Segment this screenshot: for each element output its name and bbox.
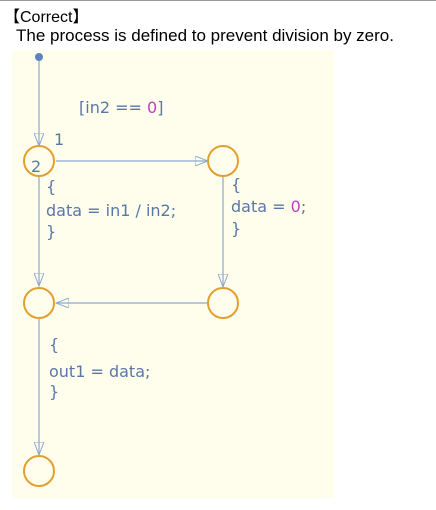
junction-top-left[interactable] <box>23 145 55 177</box>
transition-top-order: 1 <box>54 130 65 149</box>
junction-middle-right[interactable] <box>207 287 239 319</box>
transition-left-order: 2 <box>31 157 42 176</box>
transition-left-brace-close: } <box>46 222 57 241</box>
transition-bottom-brace-close: } <box>49 382 60 401</box>
transition-right-brace-open: { <box>231 175 242 194</box>
transition-left-brace-open: { <box>46 177 57 196</box>
top-divider <box>0 0 436 1</box>
section-heading: 【Correct】 <box>4 9 89 26</box>
description-text: The process is defined to prevent divisi… <box>16 26 394 45</box>
junction-middle-left[interactable] <box>23 287 55 319</box>
junction-bottom[interactable] <box>23 455 55 487</box>
junction-top-right[interactable] <box>207 145 239 177</box>
transition-bottom-action: out1 = data; <box>49 362 151 381</box>
transition-bottom-brace-open: { <box>49 335 60 354</box>
flow-chart-canvas: [in2 == 0] 1 2 { data = in1 / in2; } { d… <box>12 50 334 498</box>
transition-right-brace-close: } <box>231 219 242 238</box>
transition-right-action: data = 0; <box>231 197 307 216</box>
flow-chart-graphics <box>23 53 239 487</box>
transition-top-condition: [in2 == 0] <box>79 98 164 117</box>
default-transition-dot <box>35 53 43 61</box>
transition-left-action: data = in1 / in2; <box>46 201 177 220</box>
